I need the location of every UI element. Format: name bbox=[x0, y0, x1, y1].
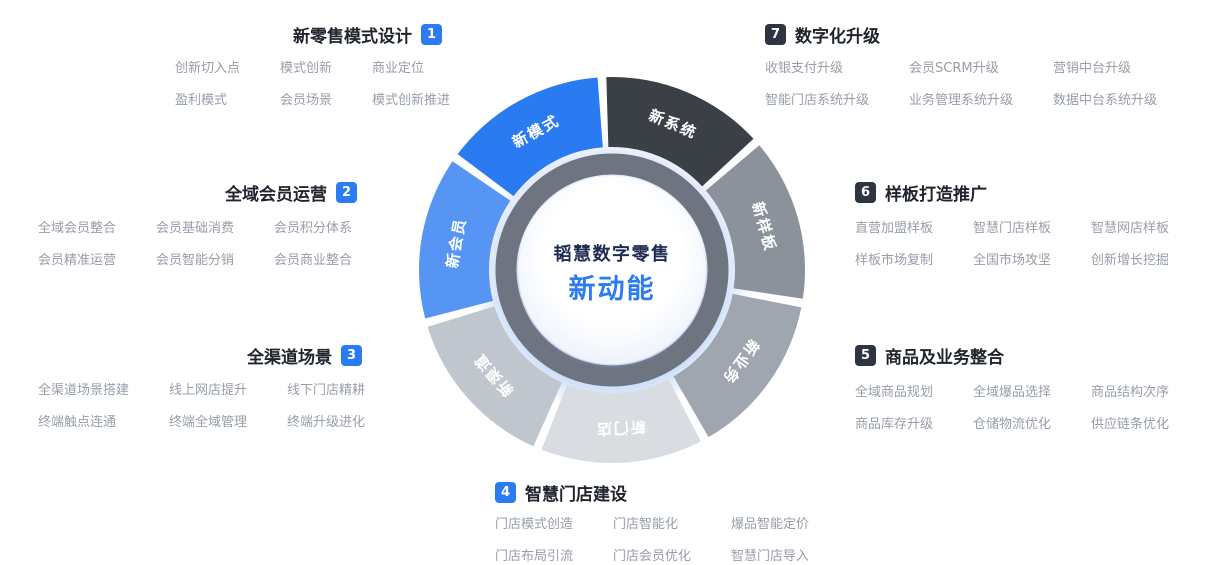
section-item: 全渠道场景搭建 bbox=[38, 383, 130, 398]
wheel-segment-5 bbox=[541, 379, 701, 463]
section-item: 收银支付升级 bbox=[765, 61, 844, 76]
section-item: 智慧门店导入 bbox=[731, 549, 810, 564]
section-item: 模式创新 bbox=[280, 61, 333, 76]
section-header: 5 商品及业务整合 bbox=[855, 343, 1004, 368]
section-item: 全域会员整合 bbox=[38, 221, 117, 236]
section-items: 全渠道场景搭建 线上网店提升 线下门店精耕 终端触点连通 终端全域管理 终端升级… bbox=[38, 379, 365, 430]
section-header: 全渠道场景 3 bbox=[247, 343, 362, 368]
section-item: 商品库存升级 bbox=[855, 417, 934, 432]
section-item: 门店会员优化 bbox=[613, 549, 692, 564]
section-item: 业务管理系统升级 bbox=[909, 93, 1014, 108]
section-items: 门店模式创造 门店智能化 爆品智能定价 门店布局引流 门店会员优化 智慧门店导入 bbox=[495, 513, 809, 564]
section-item: 创新切入点 bbox=[175, 61, 241, 76]
section-item: 盈利模式 bbox=[175, 93, 228, 108]
section-title: 智慧门店建设 bbox=[525, 485, 627, 505]
section-item: 会员SCRM升级 bbox=[909, 61, 999, 76]
section-item: 商业定位 bbox=[372, 61, 425, 76]
section-item: 样板市场复制 bbox=[855, 253, 934, 268]
section-item: 仓储物流优化 bbox=[973, 417, 1052, 432]
section-title: 样板打造推广 bbox=[885, 185, 987, 205]
section-item: 门店智能化 bbox=[613, 517, 679, 532]
inner-ring bbox=[495, 153, 729, 387]
section-header: 新零售模式设计 1 bbox=[293, 22, 442, 47]
section-number-badge: 3 bbox=[341, 345, 362, 366]
section-item: 线下门店精耕 bbox=[287, 383, 366, 398]
wheel-segment-7 bbox=[419, 161, 511, 319]
section-item: 会员积分体系 bbox=[274, 221, 353, 236]
section-number-badge: 2 bbox=[336, 182, 357, 203]
section-item: 爆品智能定价 bbox=[731, 517, 810, 532]
wheel-segment-3 bbox=[705, 145, 805, 299]
section-item: 直营加盟样板 bbox=[855, 221, 934, 236]
section-item: 智慧网店样板 bbox=[1091, 221, 1170, 236]
section-items: 全域会员整合 会员基础消费 会员积分体系 会员精准运营 会员智能分销 会员商业整… bbox=[38, 217, 352, 268]
section-item: 创新增长挖掘 bbox=[1091, 253, 1170, 268]
section-item: 门店布局引流 bbox=[495, 549, 574, 564]
section-item: 会员基础消费 bbox=[156, 221, 235, 236]
section-header: 7 数字化升级 bbox=[765, 22, 880, 47]
section-header: 6 样板打造推广 bbox=[855, 180, 987, 205]
section-item: 会员精准运营 bbox=[38, 253, 117, 268]
section-item: 全域商品规划 bbox=[855, 385, 934, 400]
section-number-badge: 7 bbox=[765, 24, 786, 45]
section-item: 商品结构次序 bbox=[1091, 385, 1170, 400]
wheel-segment-4 bbox=[673, 293, 802, 438]
section-item: 智能门店系统升级 bbox=[765, 93, 870, 108]
section-header: 4 智慧门店建设 bbox=[495, 480, 627, 505]
wheel-segment-1 bbox=[457, 77, 603, 197]
section-item: 供应链条优化 bbox=[1091, 417, 1170, 432]
section-item: 营销中台升级 bbox=[1053, 61, 1132, 76]
wheel-segments-group: 新模式新系统新样板新业务新门店新渠道新会员 bbox=[419, 77, 805, 463]
section-item: 数据中台系统升级 bbox=[1053, 93, 1158, 108]
center-subtitle: 新动能 bbox=[569, 273, 656, 305]
section-title: 商品及业务整合 bbox=[885, 348, 1004, 368]
section-item: 会员商业整合 bbox=[274, 253, 353, 268]
section-number-badge: 6 bbox=[855, 182, 876, 203]
wheel-segment-6 bbox=[427, 306, 562, 447]
section-number-badge: 4 bbox=[495, 482, 516, 503]
section-items: 直营加盟样板 智慧门店样板 智慧网店样板 样板市场复制 全国市场攻坚 创新增长挖… bbox=[855, 217, 1169, 268]
section-items: 全域商品规划 全域爆品选择 商品结构次序 商品库存升级 仓储物流优化 供应链条优… bbox=[855, 381, 1169, 432]
section-item: 终端触点连通 bbox=[38, 415, 117, 430]
wheel-segment-2 bbox=[606, 77, 754, 187]
section-item: 全国市场攻坚 bbox=[973, 253, 1052, 268]
section-number-badge: 1 bbox=[421, 24, 442, 45]
section-number-badge: 5 bbox=[855, 345, 876, 366]
section-item: 会员智能分销 bbox=[156, 253, 235, 268]
capability-wheel: 新模式新系统新样板新业务新门店新渠道新会员 韬慧数字零售 新动能 bbox=[412, 70, 812, 470]
section-item: 线上网店提升 bbox=[169, 383, 248, 398]
capability-wheel-svg: 新模式新系统新样板新业务新门店新渠道新会员 韬慧数字零售 新动能 bbox=[419, 77, 805, 463]
section-title: 全域会员运营 bbox=[225, 185, 327, 205]
section-items: 收银支付升级 会员SCRM升级 营销中台升级 智能门店系统升级 业务管理系统升级… bbox=[765, 57, 1157, 108]
section-items: 创新切入点 模式创新 商业定位 盈利模式 会员场景 模式创新推进 bbox=[175, 57, 450, 108]
wheel-segment-label: 新门店 bbox=[594, 417, 646, 438]
section-item: 终端升级进化 bbox=[287, 415, 366, 430]
section-item: 模式创新推进 bbox=[372, 93, 451, 108]
center-title: 韬慧数字零售 bbox=[554, 243, 671, 265]
section-item: 会员场景 bbox=[280, 93, 333, 108]
center-circle bbox=[518, 176, 706, 364]
section-title: 新零售模式设计 bbox=[293, 27, 412, 47]
section-title: 数字化升级 bbox=[795, 27, 880, 47]
section-item: 门店模式创造 bbox=[495, 517, 574, 532]
section-item: 终端全域管理 bbox=[169, 415, 248, 430]
section-item: 智慧门店样板 bbox=[973, 221, 1052, 236]
section-item: 全域爆品选择 bbox=[973, 385, 1052, 400]
section-title: 全渠道场景 bbox=[247, 348, 332, 368]
section-header: 全域会员运营 2 bbox=[225, 180, 357, 205]
